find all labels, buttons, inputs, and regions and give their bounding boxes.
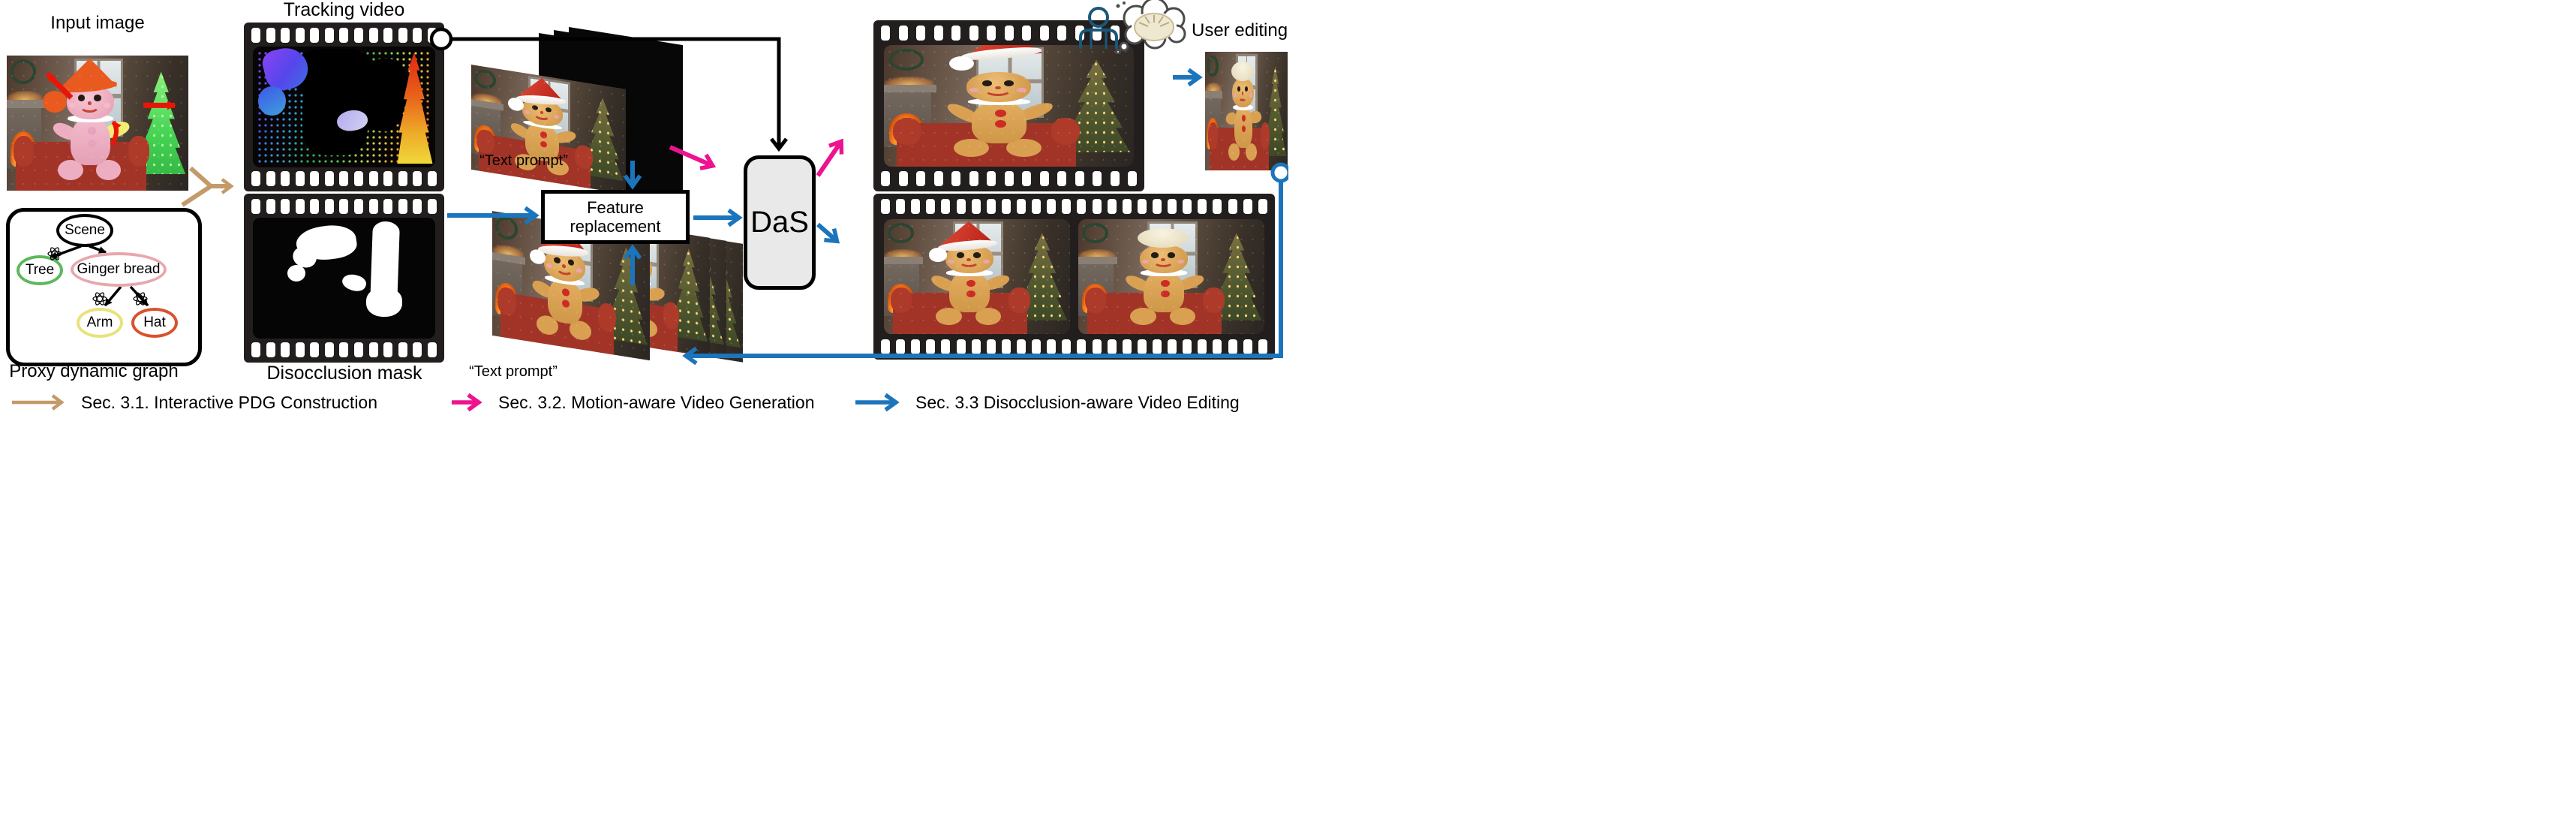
tan-arrow-icon [12, 394, 65, 411]
film-sprockets [251, 28, 437, 43]
user-edited-image [1205, 52, 1288, 170]
wreath [888, 48, 924, 71]
transform-icon [47, 246, 62, 261]
generated-video-frame [884, 45, 1134, 167]
disocclusion-mask-label: Disocclusion mask [266, 363, 422, 384]
input-image [7, 56, 188, 191]
generated-frame-scene [884, 45, 1134, 167]
film-sprockets [881, 199, 1267, 214]
legend-label: Sec. 3.3 Disocclusion-aware Video Editin… [915, 392, 1240, 412]
proxy-dynamic-graph-label: Proxy dynamic graph [9, 361, 179, 381]
legend-item-editing: Sec. 3.3 Disocclusion-aware Video Editin… [854, 390, 1240, 414]
tracking-video-frame [253, 47, 435, 167]
generated-video-filmstrip [873, 20, 1144, 191]
wreath [1081, 222, 1108, 244]
input-image-label: Input image [50, 13, 145, 33]
text-prompt-stack-top [470, 27, 683, 196]
film-sprockets [251, 199, 437, 214]
blue-arrow-icon [855, 393, 900, 412]
edited-video-frame-2 [1078, 219, 1264, 334]
gingerbread-head [1139, 244, 1189, 273]
wreath [1207, 55, 1219, 77]
film-sprockets [881, 171, 1137, 186]
das-label: DaS [750, 206, 809, 239]
wreath [495, 215, 518, 242]
tracking-video-filmstrip [244, 23, 444, 191]
graph-node-arm: Arm [77, 308, 123, 338]
film-sprockets [251, 171, 437, 186]
user-editing-label: User editing [1192, 20, 1288, 41]
film-sprockets [881, 339, 1267, 354]
das-to-edited-video-arrow [816, 222, 840, 244]
text-prompt-top-label: “Text prompt” [479, 152, 568, 169]
gingerbread-head [1232, 77, 1254, 108]
graph-node-scene: Scene [56, 214, 113, 247]
das-to-generated-video-arrow [816, 138, 844, 177]
pipeline-figure: Input image Tracking video Proxy dynamic… [0, 0, 1288, 416]
feature-replacement-box: Feature replacement [541, 190, 690, 244]
user-edited-scene [1205, 52, 1288, 170]
graph-edges [50, 245, 149, 307]
tracking-video-label: Tracking video [283, 0, 405, 20]
pink-arrow-icon [452, 393, 482, 412]
das-model-box: DaS [744, 155, 816, 290]
gingerbread-head [966, 71, 1032, 103]
tracking-visualization [253, 47, 435, 167]
pdg-construction-connector [181, 166, 234, 207]
input-image-scene [7, 56, 188, 191]
legend-label: Sec. 3.1. Interactive PDG Construction [81, 392, 378, 412]
text-prompt-bottom-label: “Text prompt” [469, 363, 558, 380]
user-icon [1076, 6, 1124, 50]
transform-icon [92, 291, 107, 306]
wreath [474, 68, 496, 91]
tracked-pom-region [258, 86, 286, 116]
arm-mask-shape [340, 271, 368, 294]
legend-item-pdg: Sec. 3.1. Interactive PDG Construction [11, 390, 377, 414]
disocclusion-mask-frame [253, 218, 435, 339]
film-sprockets [881, 26, 1137, 41]
edited-video-frame-1 [884, 219, 1070, 334]
film-sprockets [251, 342, 437, 357]
wreath [887, 222, 914, 244]
legend-item-generation: Sec. 3.2. Motion-aware Video Generation [450, 390, 815, 414]
feature-replacement-label: Feature replacement [570, 197, 661, 236]
legend-label: Sec. 3.2. Motion-aware Video Generation [498, 392, 815, 412]
wreath [10, 59, 36, 84]
disocclusion-mask-filmstrip [244, 194, 444, 363]
edited-video-filmstrip [873, 194, 1275, 360]
transform-icon [133, 291, 148, 306]
graph-node-tree: Tree [17, 255, 63, 285]
graph-node-ginger-bread: Ginger bread [71, 252, 167, 287]
thought-bubble-dumpling-icon [1112, 0, 1195, 55]
disocclusion-mask-image [253, 218, 435, 339]
dumpling-hat [1231, 61, 1254, 82]
proxy-dynamic-graph: Scene Tree Ginger bread Arm Hat [6, 208, 202, 366]
motion-arrows [45, 71, 176, 146]
graph-node-hat: Hat [131, 308, 178, 338]
